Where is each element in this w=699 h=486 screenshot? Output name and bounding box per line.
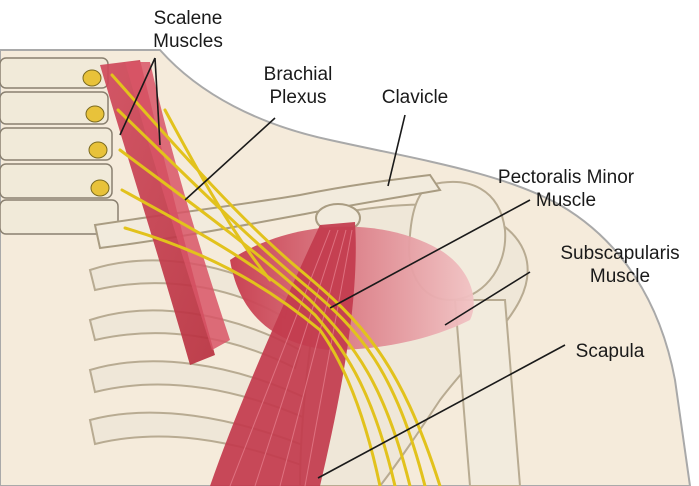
label-brachial-line1: Brachial bbox=[264, 64, 333, 85]
label-subscapularis-line1: Subscapularis bbox=[560, 243, 679, 264]
label-brachial-line2: Plexus bbox=[269, 87, 326, 108]
label-pectoralis-line1: Pectoralis Minor bbox=[498, 167, 635, 188]
label-scapula: Scapula bbox=[576, 341, 645, 362]
label-scalene-line2: Muscles bbox=[153, 31, 223, 52]
label-subscapularis-line2: Muscle bbox=[590, 266, 650, 287]
label-scalene-line1: Scalene bbox=[154, 8, 223, 29]
label-clavicle: Clavicle bbox=[382, 87, 449, 108]
label-pectoralis-line2: Muscle bbox=[536, 190, 596, 211]
